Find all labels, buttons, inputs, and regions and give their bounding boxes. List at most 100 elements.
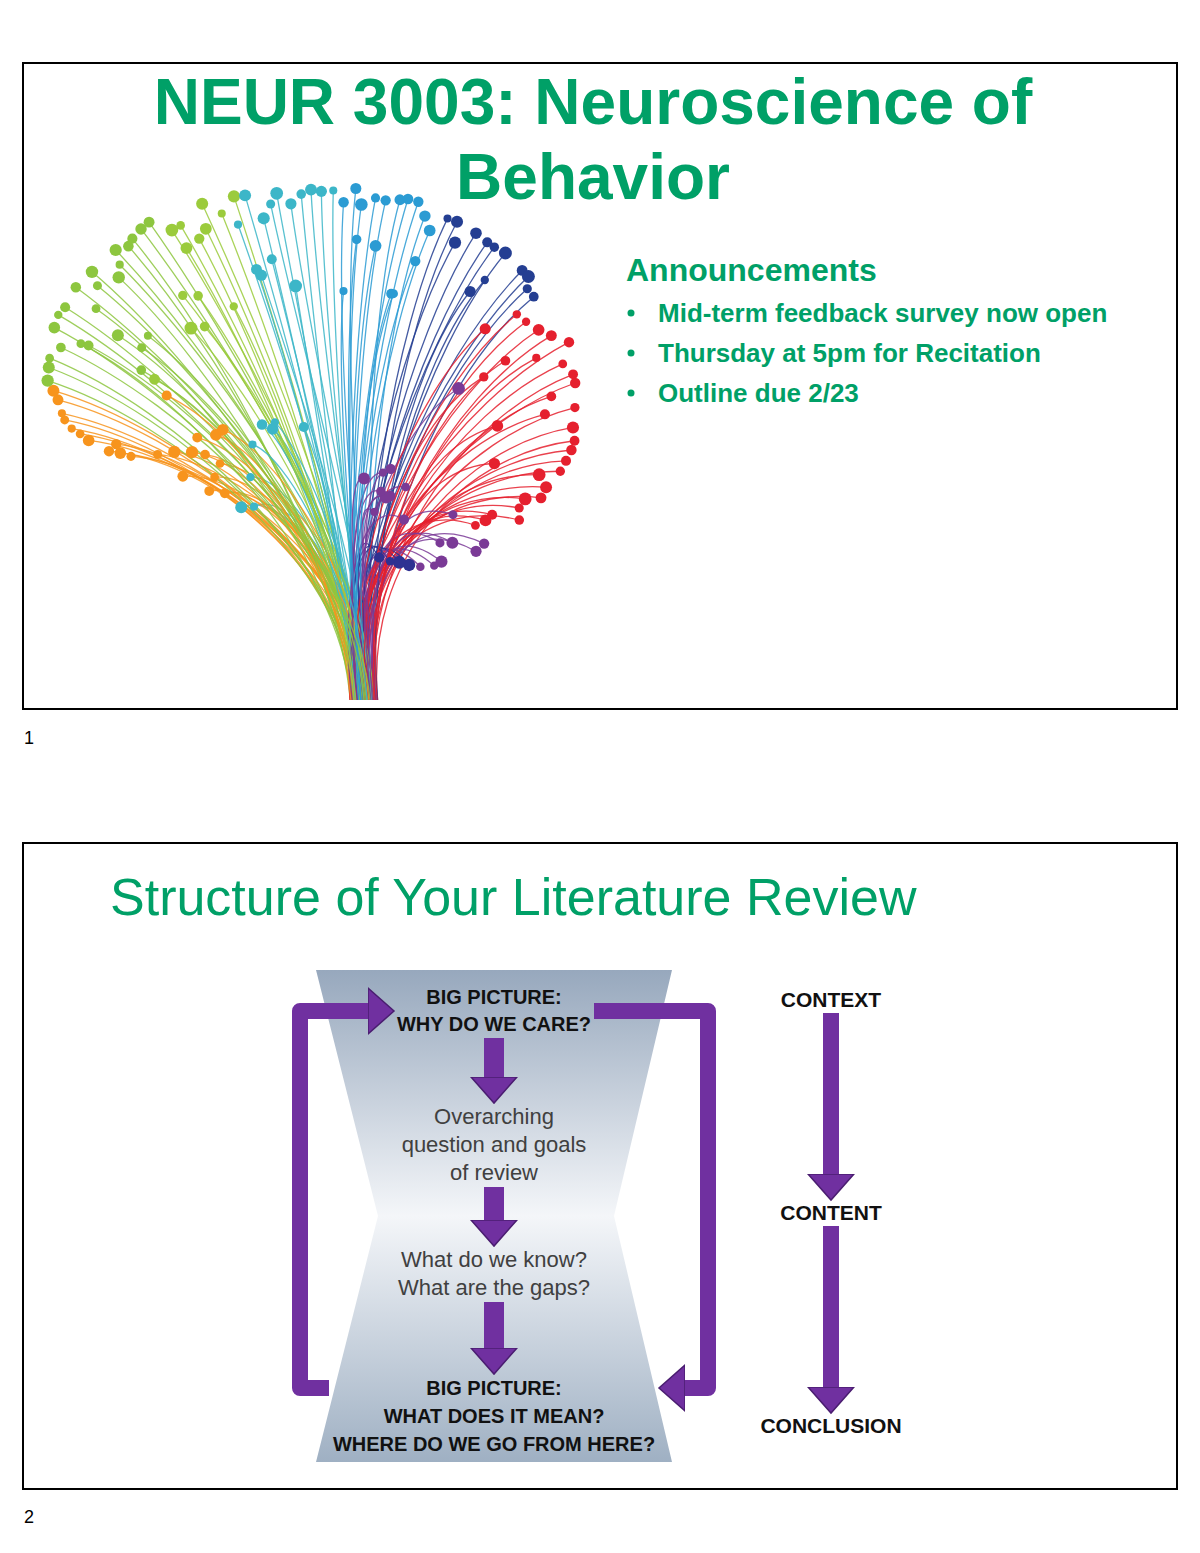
brain-node-dot (536, 492, 547, 503)
brain-node-dot (413, 197, 423, 207)
brain-node-dot (546, 392, 556, 402)
brain-node-dot (481, 276, 489, 284)
brain-node-dot (210, 473, 219, 482)
brain-node-dot (566, 445, 576, 455)
brain-node-dot (266, 199, 275, 208)
brain-fiber (363, 496, 386, 700)
stage-text: Overarching question and goals of review (394, 1103, 594, 1187)
brain-node-dot (200, 450, 210, 460)
brain-node-dot (149, 374, 160, 385)
brain-node-dot (144, 217, 155, 228)
brain-fiber (364, 377, 484, 700)
brain-node-dot (329, 186, 337, 194)
brain-node-dot (289, 280, 302, 293)
brain-fiber (375, 292, 470, 701)
brain-node-dot (220, 488, 230, 498)
brain-node-dot (56, 343, 66, 353)
announcement-item: Outline due 2/23 (658, 378, 1176, 408)
brain-node-dot (385, 464, 395, 474)
brain-node-dot (92, 304, 101, 313)
brain-node-dot (479, 538, 489, 548)
hourglass-band: BIG PICTURE:WHY DO WE CARE? Overarching q… (316, 970, 672, 1462)
brain-node-dot (499, 247, 512, 260)
brain-node-dot (523, 284, 532, 293)
brain-node-dot (116, 261, 124, 269)
brain-node-dot (465, 286, 476, 297)
brain-node-dot (257, 419, 268, 430)
brain-fiber (361, 450, 571, 700)
brain-node-dot (522, 270, 535, 283)
brain-node-dot (45, 354, 54, 363)
brain-node-dot (316, 186, 327, 197)
brain-node-dot (86, 266, 98, 278)
brain-node-dot (185, 322, 198, 335)
stage-question: WHAT DOES IT MEAN? (329, 1402, 659, 1430)
announcement-item: Mid-term feedback survey now open (658, 298, 1176, 328)
bullet-dot (628, 350, 635, 357)
brain-fiber (365, 469, 390, 700)
brain-node-dot (230, 302, 238, 310)
brain-node-dot (556, 467, 565, 476)
brain-fiber (351, 383, 575, 700)
flow-step: CONTEXT (731, 987, 931, 1013)
brain-fiber (262, 424, 355, 700)
brain-node-dot (204, 486, 214, 496)
brain-node-dot (471, 521, 480, 530)
flow-step: CONTENT (731, 1200, 931, 1226)
brain-node-dot (480, 323, 491, 334)
brain-node-dot (540, 481, 552, 493)
slide-frame: NEUR 3003: Neuroscience of BehaviorAnnou… (22, 62, 1178, 710)
brain-fiber (356, 270, 522, 700)
brain-node-dot (271, 418, 279, 426)
brain-fiber (120, 265, 371, 700)
brain-node-dot (84, 341, 94, 351)
brain-node-dot (379, 468, 387, 476)
brain-node-dot (451, 216, 463, 228)
brain-node-dot (386, 557, 394, 565)
brain-node-dot (192, 433, 202, 443)
brain-fiber (198, 296, 366, 700)
brain-fiber (354, 496, 541, 700)
flow-step-label: CONTEXT (731, 987, 931, 1013)
brain-fiber (373, 511, 453, 700)
brain-node-dot (193, 291, 203, 301)
brain-fiber (132, 239, 350, 700)
brain-node-dot (355, 198, 368, 211)
brain-fiber (359, 242, 487, 700)
brain-node-dot (393, 556, 406, 569)
brain-node-dot (200, 223, 212, 235)
brain-node-dot (285, 198, 296, 209)
brain-node-dot (570, 403, 579, 412)
brain-node-dot (250, 503, 258, 511)
brain-fiber (351, 199, 408, 700)
brain-node-dot (41, 374, 53, 386)
brain-node-dot (529, 292, 539, 302)
slide-title: Structure of Your Literature Review (110, 867, 1110, 927)
brain-fiber (116, 250, 367, 700)
brain-fiber (349, 342, 569, 700)
brain-node-dot (376, 487, 386, 497)
brain-node-dot (490, 242, 499, 251)
brain-node-dot (419, 210, 430, 221)
brain-node-dot (54, 311, 62, 319)
brain-node-dot (479, 372, 488, 381)
brain-node-dot (401, 483, 410, 492)
brain-node-dot (410, 256, 420, 266)
brain-fiber (360, 314, 517, 700)
announcements-heading: Announcements (626, 253, 1146, 287)
brain-fiber (234, 306, 354, 700)
brain-node-dot (446, 537, 458, 549)
brain-fiber (172, 230, 373, 700)
stage-heading: BIG PICTURE: (329, 1374, 659, 1402)
brain-node-dot (489, 458, 500, 469)
stage-text-box: BIG PICTURE:WHY DO WE CARE? (394, 984, 594, 1038)
brain-node-dot (399, 514, 409, 524)
brain-node-dot (58, 409, 66, 417)
brain-node-dot (358, 473, 370, 485)
brain-node-dot (216, 459, 225, 468)
brain-node-dot (480, 515, 492, 527)
brain-node-dot (162, 390, 172, 400)
brain-node-dot (567, 421, 579, 433)
brain-node-dot (443, 214, 451, 222)
